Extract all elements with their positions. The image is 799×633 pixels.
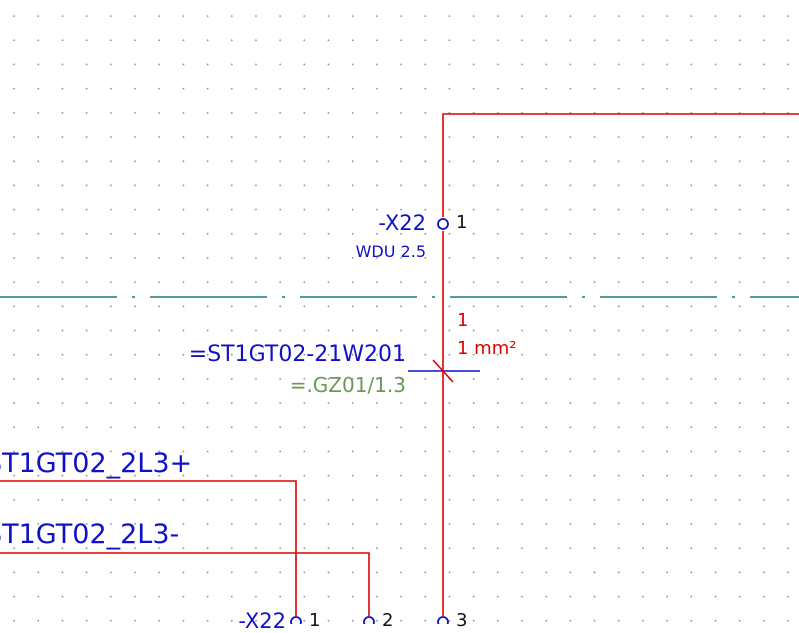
signal-label-2l3-minus: ST1GT02_2L3- (0, 519, 180, 550)
terminal-x22-pin1-symbol[interactable] (437, 218, 449, 230)
cable-cross-reference: =.GZ01/1.3 (289, 373, 406, 397)
cable-core-label: 1 (457, 310, 469, 331)
terminal-bottom-pin2-label: 2 (382, 610, 394, 631)
terminal-top-tag: -X22 (378, 211, 426, 235)
terminal-top-pin-label: 1 (456, 212, 468, 233)
terminal-bottom-tag: -X22 (238, 609, 286, 633)
wire-2l3-minus (0, 552, 370, 616)
terminal-bottom-pin2-symbol[interactable] (363, 616, 375, 624)
cable-cross-section-label: 1 mm² (457, 338, 517, 359)
wires (0, 113, 799, 616)
terminal-bottom-pin1-symbol[interactable] (290, 616, 302, 624)
cable-marker[interactable] (408, 359, 480, 383)
terminal-bottom-pin1-label: 1 (309, 610, 321, 631)
terminal-bottom-pin3-label: 3 (456, 610, 468, 631)
wire-top-route (442, 113, 799, 217)
terminal-top-type: WDU 2.5 (355, 242, 426, 261)
cable-tag: =ST1GT02-21W201 (188, 342, 406, 367)
signal-label-2l3-plus: ST1GT02_2L3+ (0, 448, 193, 479)
wire-2l3-plus (0, 480, 297, 616)
terminal-bottom-pin3-symbol[interactable] (437, 616, 449, 624)
